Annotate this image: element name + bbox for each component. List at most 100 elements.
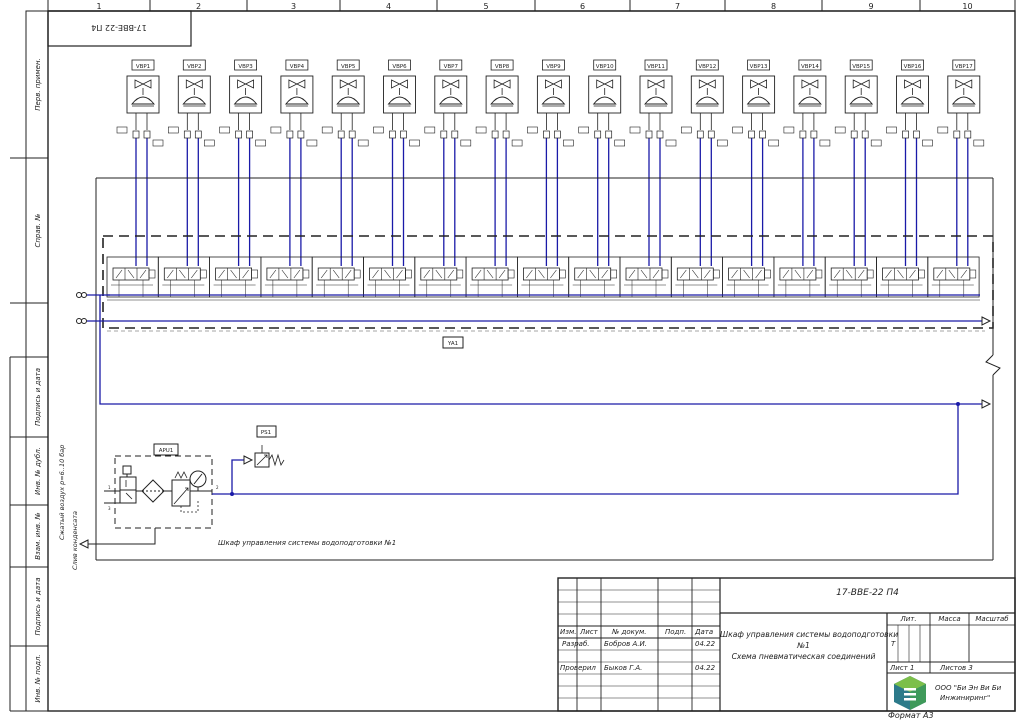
solenoid-valve-icon	[517, 256, 570, 298]
valve-tag: VBP7	[444, 64, 459, 70]
valve-tag-box	[542, 59, 565, 71]
marker-tag	[834, 126, 846, 134]
valve-tag-box	[798, 59, 822, 71]
marker-tag	[527, 126, 538, 134]
solenoid-valve-icon	[260, 256, 313, 298]
solenoid-valve-icon	[876, 256, 929, 298]
valve-actuator-icon	[742, 75, 776, 130]
valve-tag: VBP13	[750, 64, 768, 70]
port-block	[389, 130, 396, 139]
ps-arrow	[243, 455, 254, 465]
marker-tag	[937, 126, 949, 134]
main-supply-loop	[99, 295, 982, 405]
valve-tag-box	[439, 59, 463, 71]
marker-tag	[168, 126, 179, 134]
solenoid-valve-icon	[157, 256, 211, 298]
valve-tag: VBP6	[392, 64, 407, 70]
ps-tag: PS1	[261, 430, 271, 436]
valve-tag: VBP16	[904, 64, 922, 70]
tb-title-line2: №1	[797, 641, 810, 650]
side-label: Инв. № подл.	[34, 654, 42, 702]
marker-tag	[629, 126, 641, 134]
port-block	[810, 130, 818, 139]
port-block	[451, 130, 459, 139]
valve-actuator-icon	[383, 75, 416, 130]
valve-actuator-icon	[896, 75, 929, 130]
tb-scale-header: Масштаб	[975, 615, 1009, 623]
marker-tag	[306, 139, 318, 147]
zone-number: 2	[196, 2, 201, 11]
shutoff-valve-icon	[119, 465, 137, 504]
marker-tag	[768, 139, 779, 147]
valve-actuator-icon	[331, 75, 365, 130]
marker-tag	[563, 139, 574, 147]
tb-sheets: Листов 3	[940, 664, 973, 672]
tb-title-line3: Схема пневматическая соединений	[731, 652, 876, 661]
marker-tag	[424, 126, 436, 134]
zone-number: 5	[483, 2, 488, 11]
solenoid-valve-icon	[722, 256, 775, 298]
manifold-tag-box	[442, 336, 464, 349]
doc-code-rotated: 17-BBE-22 П4	[91, 23, 147, 32]
marker-tag	[357, 139, 369, 147]
port-block	[861, 130, 869, 139]
marker-tag	[886, 126, 897, 134]
zone-number: 1	[96, 2, 101, 11]
apu-tag-box	[153, 443, 179, 456]
valve-manifold	[106, 256, 985, 332]
port-block	[605, 130, 613, 139]
port-block	[297, 130, 305, 139]
tb-hdr-izm: Изм.	[560, 628, 577, 636]
zone-number: 6	[580, 2, 585, 11]
tb-title-line1: Шкаф управления системы водоподготовки	[720, 630, 899, 639]
solenoid-valve-icon	[619, 256, 672, 298]
solenoid-valve-icon	[363, 256, 416, 298]
svg-text:3: 3	[108, 506, 111, 511]
port-block	[645, 130, 653, 139]
marker-tag	[219, 126, 230, 134]
valve-tag-box	[336, 59, 360, 71]
port-block	[143, 130, 151, 139]
tb-row1-date: 04.22	[695, 640, 716, 648]
port-block	[656, 130, 664, 139]
svg-text:1: 1	[108, 485, 111, 490]
valve-tag: VBP15	[852, 64, 870, 70]
valve-tag-box	[593, 59, 617, 71]
side-label: Взам. инв. №	[34, 512, 42, 560]
valve-tag: VBP4	[290, 64, 305, 70]
valve-tag: VBP17	[955, 64, 973, 70]
valve-tag-box	[234, 59, 258, 71]
valve-actuator-icon	[126, 75, 160, 130]
tb-company-line1: ООО "Би Эн Ви Би	[935, 684, 1002, 692]
valve-tag: VBP9	[546, 64, 561, 70]
valve-tag-box	[849, 59, 873, 71]
marker-tag	[665, 139, 677, 147]
ps-spring	[268, 453, 285, 467]
marker-tag	[409, 139, 420, 147]
tb-row2-role: Проверил	[560, 664, 596, 672]
port-block	[337, 130, 345, 139]
marker-tag	[204, 139, 215, 147]
marker-tag	[870, 139, 882, 147]
tb-lit-value: Т	[891, 640, 896, 648]
side-label: Инв. № дубл.	[34, 447, 42, 495]
drain-line	[88, 528, 156, 545]
valve-tag-box	[952, 59, 976, 71]
marker-tag	[152, 139, 164, 147]
port-block	[748, 130, 755, 139]
port-block	[554, 130, 561, 139]
marker-tag	[116, 126, 128, 134]
port-block	[286, 130, 294, 139]
port-block	[194, 130, 202, 139]
port-block	[696, 130, 704, 139]
valve-tag: VBP10	[596, 64, 614, 70]
drain-text: Слив конденсата	[71, 511, 79, 570]
regulator-icon	[171, 471, 199, 513]
marker-tag	[270, 126, 282, 134]
supply-air-text: Сжатый воздух p=6..10 бар	[58, 445, 66, 540]
solenoid-valve-icon	[209, 256, 262, 298]
